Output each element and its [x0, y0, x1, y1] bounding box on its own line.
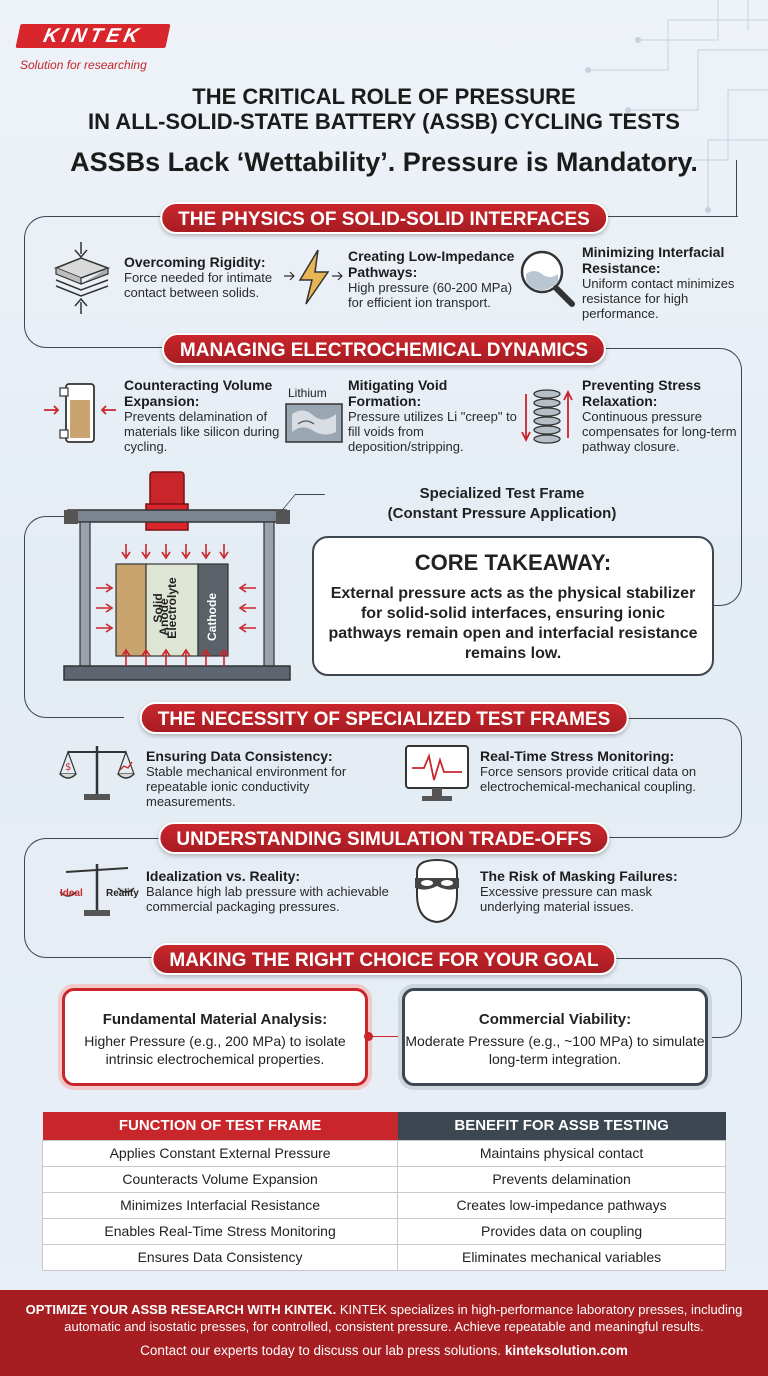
footer-lead: OPTIMIZE YOUR ASSB RESEARCH WITH KINTEK. [25, 1302, 337, 1317]
footer-site-link[interactable]: kinteksolution.com [504, 1343, 628, 1358]
core-takeaway-text: External pressure acts as the physical s… [328, 585, 698, 662]
dynamics-item-void: Mitigating Void Formation:Pressure utili… [348, 377, 517, 454]
necessity-item-monitoring: Real-Time Stress Monitoring:Force sensor… [480, 748, 697, 794]
footer-body: KINTEK specializes in high-performance l… [64, 1302, 743, 1334]
tradeoffs-item-masking: The Risk of Masking Failures:Excessive p… [480, 868, 678, 914]
core-takeaway-title: CORE TAKEAWAY: [414, 550, 612, 575]
kintek-logo: KINTEK [15, 24, 171, 48]
section-banner-dynamics: MANAGING ELECTROCHEMICAL DYNAMICS [161, 333, 607, 365]
table-header-function: FUNCTION OF TEST FRAME [42, 1112, 398, 1140]
choice-card-fundamental: Fundamental Material Analysis:Higher Pre… [62, 988, 368, 1086]
spring-icon [521, 389, 573, 444]
choice-connector [368, 1036, 402, 1037]
cell-expansion-icon [44, 383, 116, 443]
dynamics-item-stress: Preventing Stress Relaxation:Continuous … [582, 377, 737, 454]
dynamics-item-expansion: Counteracting Volume Expansion:Prevents … [124, 377, 280, 454]
layer-label-electrolyte: Solid Electrolyte [151, 577, 179, 639]
flow-line-6 [580, 718, 742, 838]
brand-tagline: Solution for researching [20, 58, 147, 72]
ideal-reality-scale-icon [59, 864, 135, 916]
section-banner-physics: THE PHYSICS OF SOLID-SOLID INTERFACES [160, 202, 608, 234]
flow-line-1 [590, 216, 738, 217]
physics-item-rigidity: Overcoming Rigidity:Force needed for int… [124, 254, 273, 300]
mask-icon [415, 858, 459, 924]
flow-line-7 [24, 838, 200, 958]
layer-label-cathode: Cathode [205, 593, 219, 641]
lithium-void-icon [285, 403, 343, 443]
necessity-item-consistency: Ensuring Data Consistency:Stable mechani… [146, 748, 347, 809]
page-subtitle: ASSBs Lack ‘Wettability’. Pressure is Ma… [70, 147, 698, 177]
frame-caption: Specialized Test Frame(Constant Pressure… [387, 485, 617, 522]
table-header-benefit: BENEFIT FOR ASSB TESTING [397, 1112, 726, 1140]
physics-item-pathways: Creating Low-Impedance Pathways:High pre… [348, 248, 515, 310]
physics-item-resistance: Minimizing Interfacial Resistance:Unifor… [582, 244, 735, 321]
tradeoffs-item-idealization: Idealization vs. Reality:Balance high la… [146, 868, 389, 914]
choice-connector-dot [364, 1032, 373, 1041]
balance-scale-icon: $ [59, 746, 135, 800]
choice-card-commercial: Commercial Viability:Moderate Pressure (… [402, 988, 708, 1086]
monitor-icon [405, 745, 469, 801]
lightning-icon [284, 249, 343, 305]
flow-line-2 [736, 160, 737, 217]
core-takeaway-box: CORE TAKEAWAY: External pressure acts as… [312, 536, 714, 676]
compressed-layers-icon [53, 242, 111, 314]
section-banner-tradeoffs: UNDERSTANDING SIMULATION TRADE-OFFS [158, 822, 610, 854]
test-frame-illustration [63, 471, 291, 681]
footer-cta: OPTIMIZE YOUR ASSB RESEARCH WITH KINTEK.… [0, 1290, 768, 1376]
scale-label-reality: Reality [106, 888, 139, 899]
lithium-icon-label: Lithium [288, 386, 327, 400]
svg-text:$: $ [65, 762, 71, 773]
flow-line-3 [24, 216, 204, 348]
section-banner-choice: MAKING THE RIGHT CHOICE FOR YOUR GOAL [151, 943, 617, 975]
circuit-decoration [585, 0, 768, 213]
comparison-table: FUNCTION OF TEST FRAME BENEFIT FOR ASSB … [41, 1112, 726, 1271]
footer-cta-text: Contact our experts today to discuss our… [140, 1343, 502, 1358]
section-banner-necessity: THE NECESSITY OF SPECIALIZED TEST FRAMES [139, 702, 629, 734]
magnifier-icon [520, 250, 575, 307]
scale-label-ideal: Ideal [60, 888, 83, 899]
